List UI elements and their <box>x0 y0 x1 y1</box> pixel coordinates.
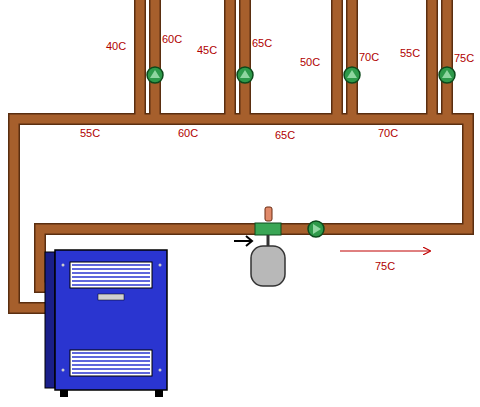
boiler-body <box>55 250 167 390</box>
pipe-network <box>14 0 468 308</box>
screw <box>62 369 65 372</box>
temperature-label: 55C <box>80 127 100 139</box>
tank-pipe <box>267 235 270 246</box>
boiler-grille <box>70 262 152 288</box>
grille-slat <box>72 352 150 354</box>
screw <box>62 264 65 267</box>
boiler <box>45 250 167 397</box>
temperature-label: 70C <box>359 51 379 63</box>
pump-symbol <box>308 221 324 237</box>
grille-slat <box>72 360 150 362</box>
pump-symbol <box>344 67 360 83</box>
grille-slat <box>72 356 150 358</box>
temperature-label: 50C <box>300 56 320 68</box>
temperature-label: 65C <box>275 129 295 141</box>
grille-slat <box>72 284 150 286</box>
pump-symbol <box>147 67 163 83</box>
grille-slat <box>72 280 150 282</box>
boiler-foot <box>60 390 68 397</box>
temperature-label: 65C <box>252 37 272 49</box>
grille-slat <box>72 368 150 370</box>
screw <box>159 369 162 372</box>
riser-pumps <box>147 67 455 83</box>
grille-slat <box>72 268 150 270</box>
grille-slat <box>72 276 150 278</box>
flow-arrow <box>340 251 430 252</box>
pump-symbol <box>237 67 253 83</box>
temperature-label: 75C <box>454 52 474 64</box>
grille-slat <box>72 364 150 366</box>
screw <box>159 264 162 267</box>
temperature-label: 45C <box>197 44 217 56</box>
pipe-core <box>14 0 468 308</box>
temperature-label: 70C <box>378 127 398 139</box>
grille-slat <box>72 372 150 374</box>
air-vent <box>265 207 272 221</box>
pipe-outline <box>14 0 468 308</box>
temperature-label: 75C <box>375 260 395 272</box>
tank-body <box>251 246 285 286</box>
temperature-label: 60C <box>178 127 198 139</box>
grille-slat <box>72 272 150 274</box>
grille-slat <box>72 264 150 266</box>
temperature-label: 40C <box>106 40 126 52</box>
name-plate <box>98 294 124 300</box>
air-separator <box>255 223 281 235</box>
expansion-tank <box>234 207 285 286</box>
temperature-label: 60C <box>162 33 182 45</box>
grille-slats <box>72 265 150 373</box>
fill-valve-arrow <box>234 236 252 246</box>
temperature-label: 55C <box>400 47 420 59</box>
pump-symbol <box>439 67 455 83</box>
boiler-foot <box>155 390 163 397</box>
boiler-side <box>45 252 55 388</box>
boiler-grille <box>70 350 152 376</box>
